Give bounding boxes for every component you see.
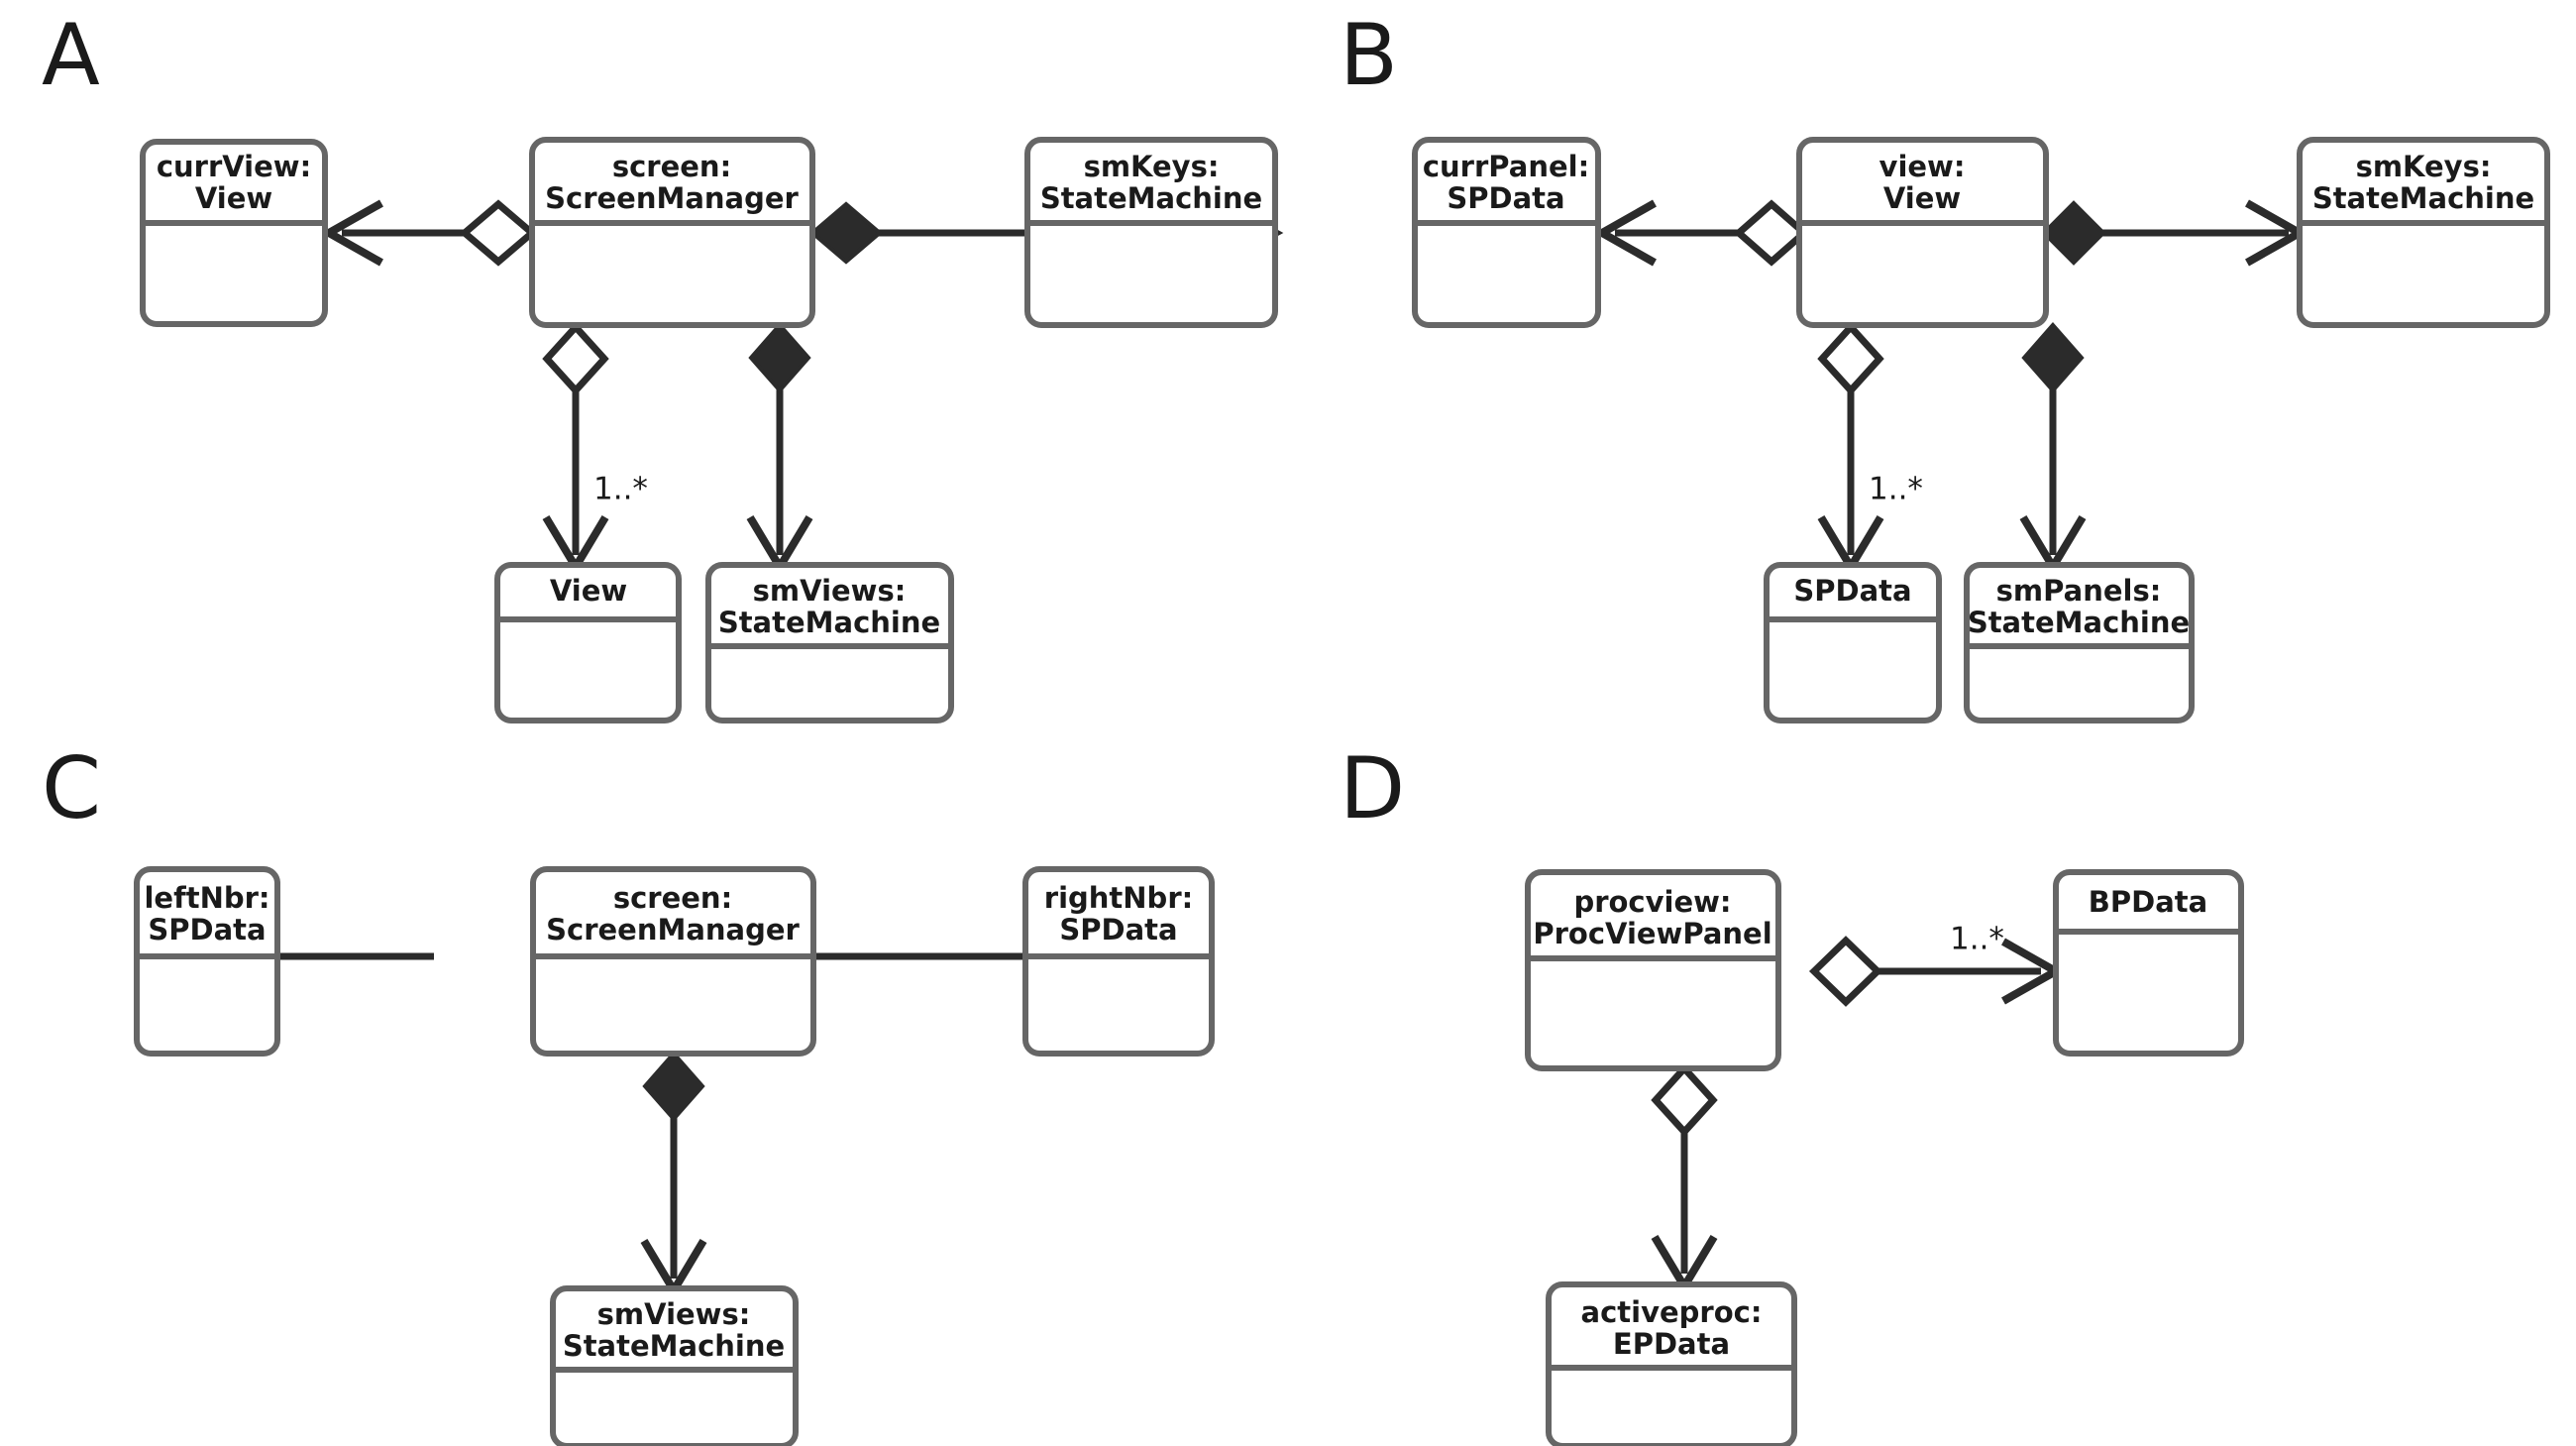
panel-b-multiplicity-spdata: 1..* [1869,472,1923,507]
panel-d: D 1..* procview: ProcViewPanel BPData [1340,739,2244,1446]
panel-d-box-activeproc-line1: activeproc: [1581,1295,1763,1329]
panel-b-box-smkeys-line1: smKeys: [2356,150,2492,183]
panel-c-box-rightnbr: rightNbr: SPData [1022,866,1215,1057]
panel-a-box-smviews-rect [705,562,954,723]
panel-d-box-procview: procview: ProcViewPanel [1525,869,1781,1071]
panel-a-composition-diamond-smviews [748,321,811,394]
panel-a-box-view-rect [494,562,682,723]
panel-c-box-leftnbr-line2: SPData [148,913,266,946]
panel-b-box-view: view: View [1796,137,2049,328]
panel-a-box-view-line1: View [550,574,627,608]
panel-b-box-currpanel-line1: currPanel: [1423,150,1589,183]
panel-b-box-smkeys-line2: StateMachine [2312,181,2534,215]
panel-b-aggregation-diamond-currpanel [1733,199,1810,267]
panel-a-arrowhead-currview [320,199,383,267]
panel-a-box-smviews-line1: smViews: [753,574,907,608]
panel-a-aggregation-diamond-view [542,321,609,396]
panel-d-multiplicity-bpdata: 1..* [1950,922,2004,957]
panel-d-box-bpdata-rect [2053,869,2244,1057]
panel-d-box-activeproc: activeproc: EPData [1546,1281,1797,1446]
panel-c-box-smviews-line2: StateMachine [563,1329,785,1363]
panel-b-composition-diamond-smpanels [2021,321,2085,394]
panel-d-box-bpdata: BPData [2053,869,2244,1057]
panel-c-box-leftnbr-line1: leftNbr: [144,881,269,915]
panel-c-box-leftnbr: leftNbr: SPData [134,866,280,1057]
panel-b-box-spdata-rect [1764,562,1942,723]
panel-c: C leftNbr: SPData screen: ScreenManag [42,739,1215,1446]
panel-c-box-screen-line1: screen: [613,881,732,915]
panel-c-composition-diamond-smviews [642,1050,705,1123]
panel-a-box-currview-line1: currView: [157,150,311,183]
panel-a-box-smkeys-rect [1024,137,1278,328]
panel-b-arrowhead-currpanel [1593,199,1657,267]
panel-b-box-smpanels: smPanels: StateMachine [1964,562,2195,723]
panel-c-box-rightnbr-line2: SPData [1059,913,1177,946]
panel-a-box-currview: currView: View [140,139,328,327]
panel-a-box-view: View [494,562,682,723]
panel-a-box-smkeys-line2: StateMachine [1040,181,1262,215]
panel-b-box-view-line1: view: [1879,150,1966,183]
panel-b-box-smpanels-line1: smPanels: [1996,574,2162,608]
panel-a-box-currview-line2: View [195,181,272,215]
panel-b-box-view-line2: View [1883,181,1961,215]
panel-d-box-activeproc-line2: EPData [1613,1327,1730,1361]
panel-b-box-spdata-line1: SPData [1793,574,1911,608]
panel-b-box-currpanel: currPanel: SPData [1412,137,1601,328]
panel-d-aggregation-diamond-activeproc [1651,1062,1718,1138]
panel-a-box-screen-line2: ScreenManager [545,181,799,215]
panel-b-letter: B [1340,6,1398,105]
panel-c-box-screen: screen: ScreenManager [530,866,816,1057]
panel-b-box-currpanel-line2: SPData [1447,181,1564,215]
panel-a-box-smviews: smViews: StateMachine [705,562,954,723]
panel-a-box-smviews-line2: StateMachine [718,606,940,639]
panel-d-box-procview-line1: procview: [1573,885,1731,919]
panel-a-box-smkeys-line1: smKeys: [1084,150,1220,183]
panel-a-box-screen-rect [529,137,815,328]
panel-a-composition-diamond-smkeys [808,201,884,265]
panel-d-aggregation-diamond-bpdata [1808,936,1883,1007]
panel-d-letter: D [1340,739,1405,838]
panel-c-box-screen-rect [530,866,816,1057]
panel-c-box-screen-line2: ScreenManager [546,913,800,946]
panel-a-aggregation-diamond-currview [459,199,538,267]
panel-a: A 1..* currView: View [42,6,1284,723]
panel-d-box-bpdata-line1: BPData [2089,885,2207,919]
panel-a-letter: A [42,6,100,105]
panel-b-box-spdata: SPData [1764,562,1942,723]
panel-c-box-rightnbr-rect [1022,866,1215,1057]
panel-c-box-smviews: smViews: StateMachine [550,1285,799,1446]
panel-a-box-screen-line1: screen: [612,150,731,183]
panel-d-box-procview-line2: ProcViewPanel [1533,917,1771,950]
panel-a-box-currview-rect [140,139,328,327]
panel-a-box-screen: screen: ScreenManager [529,137,815,328]
panel-a-box-smkeys: smKeys: StateMachine [1024,137,1278,328]
panel-c-letter: C [42,739,101,838]
panel-b-aggregation-diamond-spdata [1817,321,1884,396]
panel-c-box-smviews-line1: smViews: [597,1297,751,1331]
panel-a-multiplicity-view: 1..* [593,472,648,507]
panel-b-box-smkeys-rect [2297,137,2550,328]
panel-c-box-leftnbr-rect [134,866,280,1057]
panel-b: B 1..* currPanel: SPData [1340,6,2550,723]
panel-d-box-procview-rect [1525,869,1781,1071]
panel-b-box-currpanel-rect [1412,137,1601,328]
panel-b-box-smpanels-line2: StateMachine [1968,606,2190,639]
panel-b-box-view-rect [1796,137,2049,328]
panel-b-box-smkeys: smKeys: StateMachine [2297,137,2550,328]
panel-c-box-rightnbr-line1: rightNbr: [1044,881,1193,915]
panel-b-box-smpanels-rect [1964,562,2195,723]
panel-b-composition-diamond-smkeys [2041,200,2106,266]
